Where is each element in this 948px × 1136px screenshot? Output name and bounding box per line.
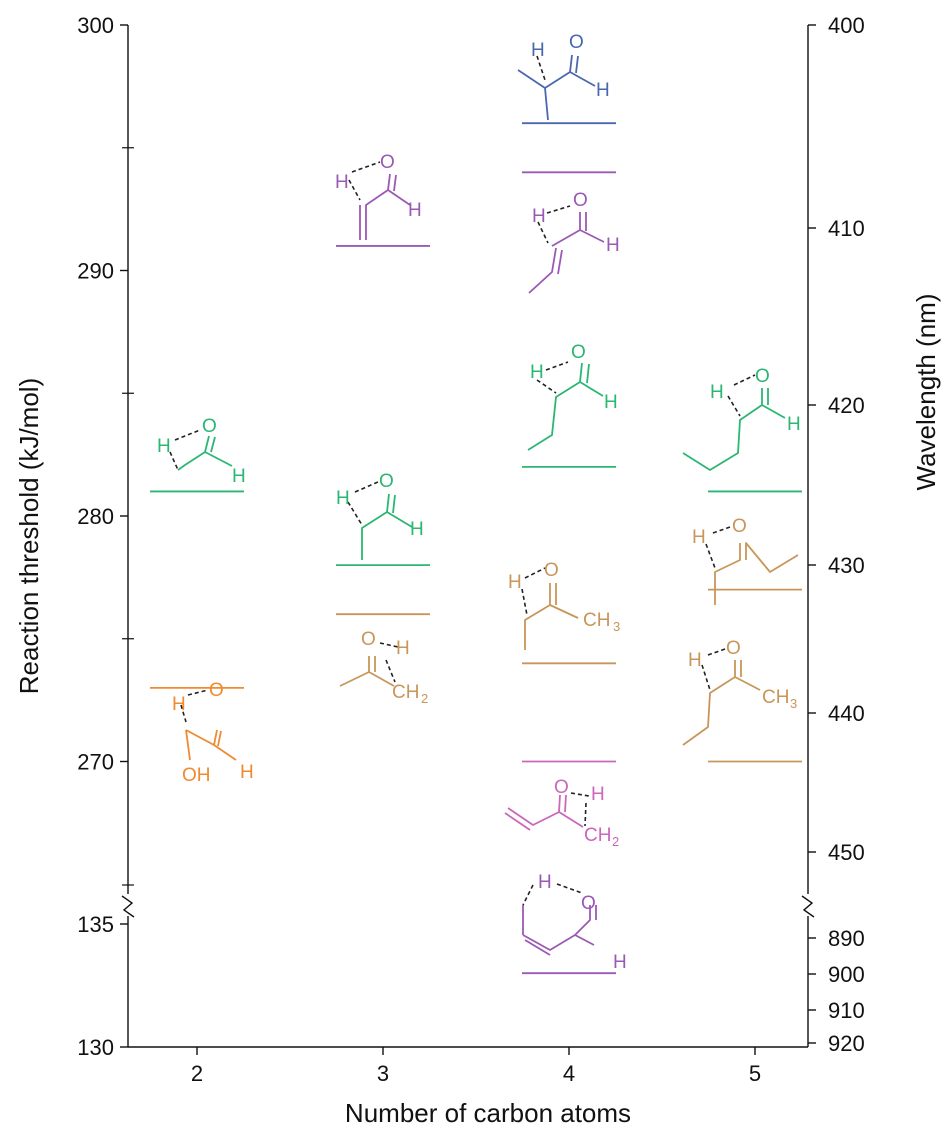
atom-label: H xyxy=(172,694,186,715)
right-tick-label: 920 xyxy=(828,1031,865,1056)
atom-label: O xyxy=(755,366,770,387)
atom-label: O xyxy=(571,342,586,363)
atom-label: H xyxy=(710,382,724,403)
atom-label: H xyxy=(335,172,349,193)
atom-label: O xyxy=(554,777,569,798)
left-tick-label: 290 xyxy=(77,259,114,284)
atom-label: H xyxy=(531,40,545,61)
molecule-5-green: H O H xyxy=(682,366,801,471)
x-axis-title: Number of carbon atoms xyxy=(345,1098,631,1128)
left-axis-title: Reaction threshold (kJ/mol) xyxy=(14,378,44,694)
energy-levels xyxy=(150,122,802,975)
right-tick-label: 440 xyxy=(828,701,865,726)
atom-label: H xyxy=(240,762,254,783)
atom-label: O xyxy=(732,516,747,537)
atom-label: O xyxy=(573,190,588,211)
right-axis-break xyxy=(801,895,815,918)
atom-label: O xyxy=(581,893,596,914)
atom-label: H xyxy=(688,650,702,671)
atom-label: H xyxy=(692,527,706,548)
right-tick-label: 430 xyxy=(828,553,865,578)
atom-label: H xyxy=(408,200,422,221)
molecule-4-purple-lower: H O H xyxy=(522,872,627,973)
molecule-4-green: H O H xyxy=(527,342,618,451)
molecule-4-blue: H O H xyxy=(517,32,610,121)
atom-label: H xyxy=(410,519,424,540)
atom-label: CH xyxy=(392,682,419,703)
atom-label: H xyxy=(530,362,544,383)
left-tick-label: 300 xyxy=(77,13,114,38)
atom-label: 2 xyxy=(421,691,428,706)
right-tick-label: 900 xyxy=(828,962,865,987)
atom-label: H xyxy=(787,414,801,435)
right-tick-label: 400 xyxy=(828,13,865,38)
left-tick-label: 135 xyxy=(77,912,114,937)
atom-label: H xyxy=(538,872,552,893)
left-axis-break xyxy=(121,895,135,918)
atom-label: O xyxy=(380,152,395,173)
atom-label: O xyxy=(361,629,376,650)
atom-label: 3 xyxy=(613,619,620,634)
right-tick-label: 450 xyxy=(828,840,865,865)
left-tick-label: 270 xyxy=(77,750,114,775)
axes: 270 280 290 300 130 135 400 410 420 430 440 450 890 9… xyxy=(14,13,941,1128)
left-tick-label: 130 xyxy=(77,1035,114,1060)
right-tick-label: 420 xyxy=(828,393,865,418)
atom-label: H xyxy=(606,235,620,256)
left-tick-label: 280 xyxy=(77,504,114,529)
x-tick-label: 2 xyxy=(191,1061,203,1086)
right-tick-label: 890 xyxy=(828,926,865,951)
atom-label: O xyxy=(202,416,217,437)
atom-label: O xyxy=(209,680,224,701)
atom-label: CH xyxy=(584,825,611,846)
right-tick-label: 410 xyxy=(828,216,865,241)
atom-label: H xyxy=(396,638,410,659)
atom-label: H xyxy=(157,436,171,457)
atom-label: H xyxy=(613,952,627,973)
atom-label: O xyxy=(569,32,584,53)
molecule-3-purple: H O H xyxy=(335,152,422,240)
molecule-4-purple: H O H xyxy=(528,190,620,294)
atom-label: H xyxy=(336,488,350,509)
atom-label: H xyxy=(604,392,618,413)
molecule-2-green: H O H xyxy=(157,416,246,487)
atom-label: H xyxy=(596,80,610,101)
atom-label: 2 xyxy=(612,834,619,849)
atom-label: O xyxy=(544,560,559,581)
molecule-5-tan-upper: HO xyxy=(692,516,799,605)
x-tick-label: 5 xyxy=(749,1061,761,1086)
atom-label: O xyxy=(726,638,741,659)
atom-label: OH xyxy=(182,765,211,786)
atom-label: O xyxy=(379,471,394,492)
atom-label: CH xyxy=(762,687,789,708)
atom-label: 3 xyxy=(790,696,797,711)
molecule-3-green: H O H xyxy=(336,471,424,560)
atom-label: CH xyxy=(583,610,610,631)
atom-label: H xyxy=(532,206,546,227)
atom-label: H xyxy=(232,466,246,487)
right-tick-label: 910 xyxy=(828,998,865,1023)
x-tick-label: 3 xyxy=(377,1061,389,1086)
right-axis-title: Wavelength (nm) xyxy=(911,294,941,491)
x-tick-label: 4 xyxy=(563,1061,575,1086)
atom-label: H xyxy=(508,572,522,593)
atom-label: H xyxy=(591,784,605,805)
